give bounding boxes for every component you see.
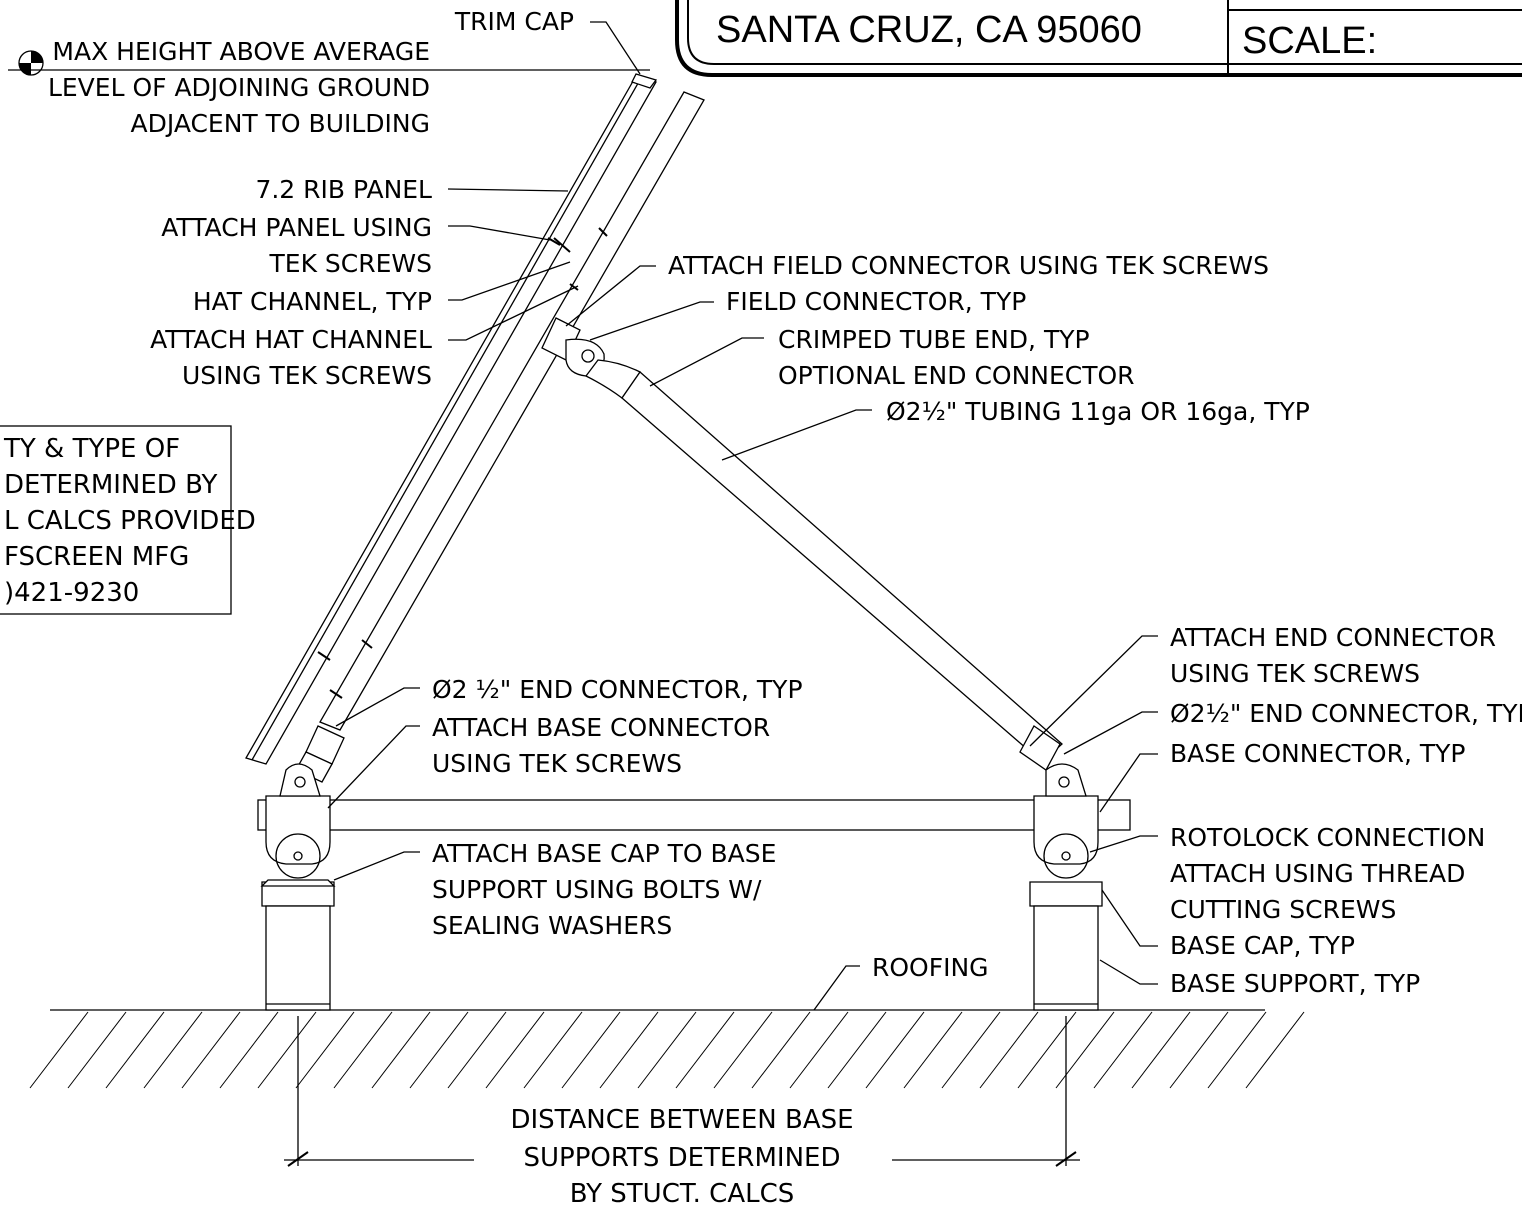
note-box: TY & TYPE OF DETERMINED BY L CALCS PROVI… <box>0 425 256 615</box>
roof-hatch-line <box>561 1011 621 1089</box>
right-base-support <box>1033 905 1099 1011</box>
base-spacing-dimension: DISTANCE BETWEEN BASE SUPPORTS DETERMINE… <box>284 1016 1080 1205</box>
label-hat-channel: HAT CHANNEL, TYP <box>193 287 432 316</box>
label-end-connector-right: Ø2½" END CONNECTOR, TYP <box>1170 699 1522 728</box>
roof-hatch-line <box>409 1011 469 1089</box>
hat-channel <box>319 91 705 731</box>
label-rotolock-2: ATTACH USING THREAD <box>1170 859 1465 888</box>
trim-cap <box>631 73 658 89</box>
roof-hatch-line <box>713 1011 773 1089</box>
label-attach-hat-2: USING TEK SCREWS <box>182 361 432 390</box>
roof-hatch-line <box>1093 1011 1153 1089</box>
label-attach-field: ATTACH FIELD CONNECTOR USING TEK SCREWS <box>668 251 1269 280</box>
roof-hatch-line <box>257 1011 317 1089</box>
title-block: SANTA CRUZ, CA 95060 SCALE: <box>675 0 1522 77</box>
roof-hatch-line <box>827 1011 887 1089</box>
right-base-connector <box>1033 795 1099 865</box>
roof-hatch-line <box>751 1011 811 1089</box>
label-attach-hat-1: ATTACH HAT CHANNEL <box>150 325 432 354</box>
left-base-connector <box>265 795 331 865</box>
label-tubing: Ø2½" TUBING 11ga OR 16ga, TYP <box>886 397 1310 426</box>
callouts-left: TRIM CAP MAX HEIGHT ABOVE AVERAGE LEVEL … <box>48 7 574 390</box>
label-rotolock-1: ROTOLOCK CONNECTION <box>1170 823 1485 852</box>
roof-hatch-line <box>447 1011 507 1089</box>
field-connector-assembly <box>541 317 1063 771</box>
label-base-cap-1: ATTACH BASE CAP TO BASE <box>432 839 776 868</box>
roof-hatch-line <box>865 1011 925 1089</box>
label-base-connector: BASE CONNECTOR, TYP <box>1170 739 1465 768</box>
dimension-line-1: DISTANCE BETWEEN BASE <box>510 1105 853 1135</box>
label-crimped-2: OPTIONAL END CONNECTOR <box>778 361 1135 390</box>
label-rotolock-3: CUTTING SCREWS <box>1170 895 1396 924</box>
label-attach-panel-1: ATTACH PANEL USING <box>161 213 432 242</box>
label-trim-cap: TRIM CAP <box>454 7 574 36</box>
left-base-support <box>265 905 331 1011</box>
label-base-cap-3: SEALING WASHERS <box>432 911 672 940</box>
base-rail <box>257 799 1131 831</box>
label-base-cap-2: SUPPORT USING BOLTS W/ <box>432 875 762 904</box>
roof-hatch-line <box>1245 1011 1305 1089</box>
roof-hatch-line <box>67 1011 127 1089</box>
roof-hatch-line <box>143 1011 203 1089</box>
label-max-height-1: MAX HEIGHT ABOVE AVERAGE <box>52 37 430 66</box>
label-attach-end-2: USING TEK SCREWS <box>1170 659 1420 688</box>
label-base-cap: BASE CAP, TYP <box>1170 931 1355 960</box>
roof-hatch-line <box>789 1011 849 1089</box>
label-field-connector: FIELD CONNECTOR, TYP <box>726 287 1026 316</box>
callouts-center: ATTACH FIELD CONNECTOR USING TEK SCREWS … <box>432 251 1310 982</box>
label-rib-panel: 7.2 RIB PANEL <box>255 175 432 204</box>
inclined-panel-assembly <box>245 73 705 783</box>
note-line-4: FSCREEN MFG <box>4 542 189 572</box>
roof-hatch-line <box>941 1011 1001 1089</box>
note-line-2: DETERMINED BY <box>4 470 218 500</box>
callouts-right: ATTACH END CONNECTOR USING TEK SCREWS Ø2… <box>1170 623 1522 998</box>
dimension-line-2: SUPPORTS DETERMINED <box>523 1143 840 1173</box>
roof-hatch-line <box>903 1011 963 1089</box>
roof-hatch-line <box>333 1011 393 1089</box>
note-line-3: L CALCS PROVIDED <box>4 506 256 536</box>
label-roofing: ROOFING <box>872 953 989 982</box>
label-attach-end-1: ATTACH END CONNECTOR <box>1170 623 1496 652</box>
roof-hatch-line <box>637 1011 697 1089</box>
label-crimped-1: CRIMPED TUBE END, TYP <box>778 325 1090 354</box>
roof-hatch-line <box>29 1011 89 1089</box>
label-base-support: BASE SUPPORT, TYP <box>1170 969 1420 998</box>
roof-hatch-line <box>181 1011 241 1089</box>
label-attach-panel-2: TEK SCREWS <box>269 249 433 278</box>
roof-hatch-line <box>485 1011 545 1089</box>
label-max-height-3: ADJACENT TO BUILDING <box>131 109 430 138</box>
title-address: SANTA CRUZ, CA 95060 <box>716 9 1142 51</box>
roof-hatch-line <box>371 1011 431 1089</box>
roof-hatch-line <box>1055 1011 1115 1089</box>
roof-hatch-line <box>523 1011 583 1089</box>
label-max-height-2: LEVEL OF ADJOINING GROUND <box>48 73 430 102</box>
roof-hatch-line <box>219 1011 279 1089</box>
roof-hatch-line <box>1207 1011 1267 1089</box>
dimension-line-3: BY STUCT. CALCS <box>570 1179 795 1205</box>
roof-hatch-line <box>1131 1011 1191 1089</box>
roof-hatch-line <box>1017 1011 1077 1089</box>
roof-hatch-line <box>675 1011 735 1089</box>
right-base <box>1029 763 1103 1011</box>
roof-hatch-line <box>295 1011 355 1089</box>
left-base <box>260 763 336 1011</box>
title-scale-label: SCALE: <box>1242 20 1377 62</box>
max-height-datum <box>8 50 650 76</box>
roof-hatch-line <box>979 1011 1039 1089</box>
label-end-connector-left: Ø2 ½" END CONNECTOR, TYP <box>432 675 803 704</box>
label-attach-base-2: USING TEK SCREWS <box>432 749 682 778</box>
note-line-5: )421-9230 <box>4 578 139 608</box>
roof-hatch-line <box>1169 1011 1229 1089</box>
roof-hatch-line <box>105 1011 165 1089</box>
note-line-1: TY & TYPE OF <box>3 434 180 464</box>
label-attach-base-1: ATTACH BASE CONNECTOR <box>432 713 770 742</box>
roof-hatch-line <box>599 1011 659 1089</box>
leader-lines <box>327 21 1158 1011</box>
roof-surface <box>29 1009 1305 1089</box>
right-base-cap <box>1029 881 1103 907</box>
